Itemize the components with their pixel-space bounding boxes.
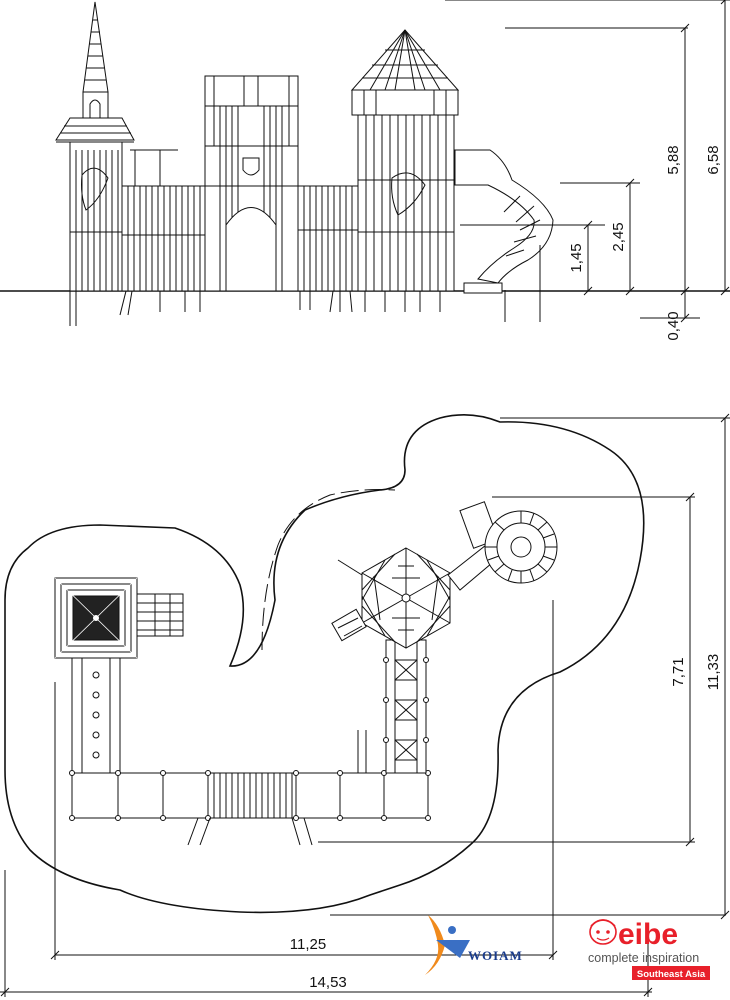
spiral-slide-plan: [447, 501, 558, 591]
square-tower-plan: [54, 577, 184, 659]
dim-platform-lower: 1,45: [568, 243, 585, 272]
dim-tower-height: 5,88: [665, 145, 682, 174]
tube-slide: [454, 149, 554, 322]
dim-below-ground: 0,40: [665, 311, 682, 340]
left-spire-tower: [55, 1, 135, 326]
right-walkway-walls: [297, 185, 359, 313]
left-walkway-walls: [119, 149, 211, 316]
dim-total-height: 6,58: [705, 145, 722, 174]
dim-depth-total: 11,33: [705, 654, 722, 690]
central-gate-tower: [204, 75, 299, 292]
eibe-face-icon: [589, 919, 617, 945]
eibe-wordmark: eibe: [618, 918, 678, 951]
right-bridge-plan: [383, 639, 429, 774]
safety-zone-outline: [4, 414, 645, 914]
dim-depth-equipment: 7,71: [670, 657, 687, 686]
right-hexagonal-tower: [350, 29, 460, 312]
plan-view: 11,33 7,71 11,25 14,53: [0, 413, 730, 997]
left-bridge-plan: [71, 657, 121, 774]
elevation-dimension-lines: 6,58 5,88 2,45 1,45 0,40: [460, 0, 730, 341]
elevation-view: 6,58 5,88 2,45 1,45 0,40: [0, 0, 730, 341]
woiam-text: WOIAM: [468, 948, 523, 963]
dim-platform-upper: 2,45: [610, 222, 627, 251]
safety-zone-dashed: [261, 489, 396, 651]
eibe-logo: eibe complete inspiration Southeast Asia: [588, 918, 710, 980]
eibe-region: Southeast Asia: [637, 969, 706, 980]
walkway-row-plan: [69, 730, 431, 846]
plan-dimension-lines: 11,33 7,71 11,25 14,53: [0, 413, 730, 997]
dim-width-total: 14,53: [309, 974, 347, 991]
eibe-tagline: complete inspiration: [588, 951, 699, 965]
woiam-logo: WOIAM: [425, 915, 523, 975]
hexagonal-roof-plan: [331, 547, 451, 649]
dim-width-equipment: 11,25: [290, 936, 326, 953]
